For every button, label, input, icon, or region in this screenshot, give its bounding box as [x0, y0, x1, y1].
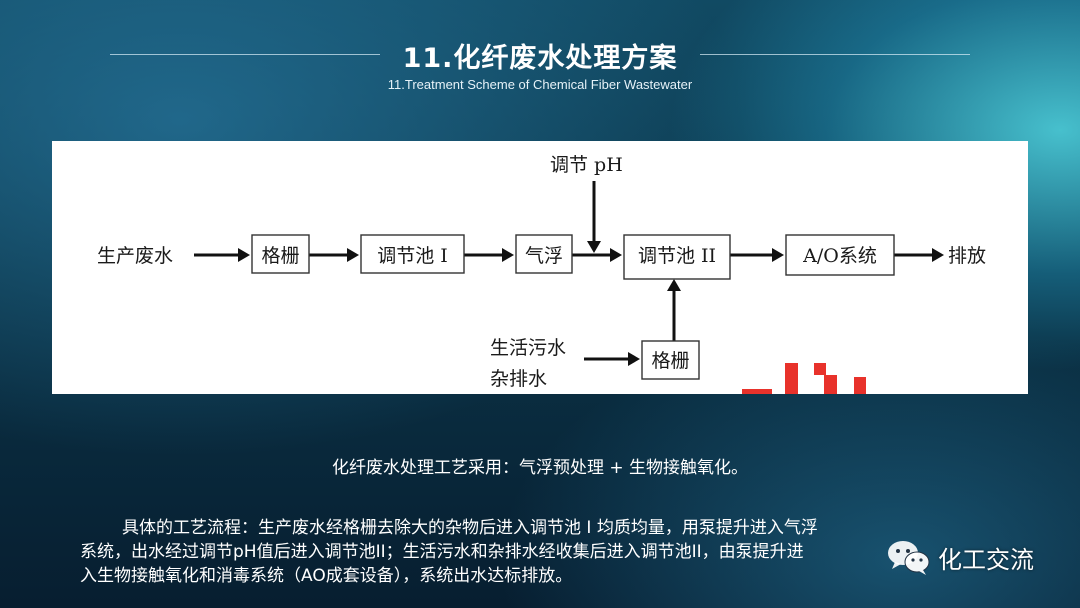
process-line-1: 具体的工艺流程：生产废水经格栅去除大的杂物后进入调节池 I 均质均量，用泵提升进… [122, 518, 818, 538]
red-mark [824, 375, 837, 394]
node-tank-1-label: 调节池 I [377, 245, 448, 267]
red-mark [854, 377, 866, 394]
process-line-2: 系统，出水经过调节pH值后进入调节池II；生活污水和杂排水经收集后进入调节池II… [80, 542, 804, 562]
node-flotation-label: 气浮 [525, 245, 563, 267]
arrow-head [628, 352, 640, 366]
node-grid-2-label: 格栅 [651, 350, 689, 372]
red-mark [814, 363, 826, 375]
arrow-head [502, 248, 514, 262]
flowchart-svg: 生产废水 格栅 调节池 I 气浮 调节池 II A/O系统 排放 调节 pH 生… [97, 154, 986, 394]
title-divider-right [700, 54, 970, 55]
node-tank-2-label: 调节池 II [638, 245, 716, 267]
red-stamp-fragment [742, 363, 866, 394]
arrow-head [610, 248, 622, 262]
node-grid-1-label: 格栅 [261, 245, 299, 267]
red-mark [785, 363, 798, 394]
process-line-3: 入生物接触氧化和消毒系统（AO成套设备），系统出水达标排放。 [80, 566, 573, 586]
process-description: 具体的工艺流程：生产废水经格栅去除大的杂物后进入调节池 I 均质均量，用泵提升进… [80, 516, 1000, 588]
node-ao-system-label: A/O系统 [802, 245, 877, 267]
node-domestic-sewage: 生活污水 [490, 337, 566, 359]
wechat-icon [888, 541, 930, 575]
watermark-text: 化工交流 [938, 545, 1034, 574]
node-tank-1-box [360, 234, 465, 274]
flow-arrows [194, 181, 944, 366]
node-source-main: 生产废水 [97, 245, 173, 267]
node-discharge: 排放 [948, 245, 986, 267]
node-grid-1-box [251, 234, 310, 274]
arrow-head [587, 241, 601, 253]
title-divider-left [110, 54, 380, 55]
arrow-head [347, 248, 359, 262]
node-ao-system-box [785, 234, 895, 276]
arrow-head [238, 248, 250, 262]
page-title: 11.化纤废水处理方案 [402, 43, 678, 74]
node-tank-2-box [623, 234, 731, 280]
arrow-head [772, 248, 784, 262]
node-flotation-box [515, 234, 573, 274]
node-ph-adjust: 调节 pH [550, 154, 623, 176]
node-misc-drainage: 杂排水 [490, 368, 547, 390]
node-grid-2-box [641, 340, 700, 380]
watermark: 化工交流 [886, 538, 1034, 576]
red-mark [742, 389, 772, 394]
page-subtitle: 11.Treatment Scheme of Chemical Fiber Wa… [387, 77, 693, 92]
process-summary: 化纤废水处理工艺采用：气浮预处理 + 生物接触氧化。 [331, 458, 749, 478]
arrow-head [932, 248, 944, 262]
arrow-head [667, 279, 681, 291]
flowchart-panel: 生产废水 格栅 调节池 I 气浮 调节池 II A/O系统 排放 调节 pH 生… [52, 141, 1028, 394]
